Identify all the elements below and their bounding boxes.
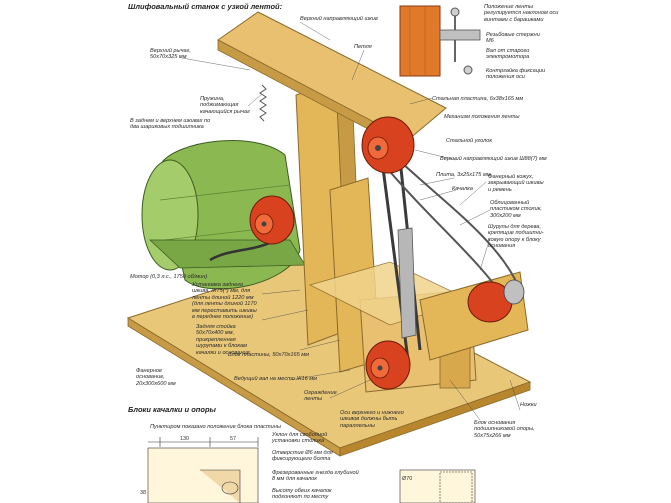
label-rocker: Качалка (452, 186, 473, 192)
dim-57: 57 (230, 436, 236, 442)
idler-inset-hardware (439, 7, 481, 75)
upper-roller (361, 116, 415, 174)
label-plywood-cover: Фанерный кожух, закрывающий шкивы и реме… (488, 174, 544, 193)
spring (259, 84, 267, 122)
label-counter-nut: Контргайка фиксации положения оси (486, 68, 546, 81)
label-old-motor-shaft: Вал от старого электромотора (486, 48, 530, 61)
label-rear-pulley: Установка заднего шкива, Ж75(*) мм, для … (192, 282, 257, 321)
steel-plate (397, 227, 417, 339)
label-position-adj: Положение ленты регулируется наклоном ос… (484, 4, 564, 23)
label-hinge: Петля (354, 44, 372, 50)
label-milled: Фрезерованные гнезда глубиной 8 мм для к… (272, 470, 359, 483)
label-threaded-rod: Резьбовые стержни М6 (486, 32, 540, 45)
label-belt-guard: Ограждение ленты (304, 390, 337, 403)
label-plastic-table: Облицованный пластиком столик, 300х200 м… (490, 200, 542, 219)
label-base: Фанерное основание, 20х300х600 мм (136, 368, 176, 387)
label-base-block: Блок основания подшипниковой опоры, 50х7… (474, 420, 535, 439)
label-legs: Ножки (520, 402, 537, 408)
label-wood-screws: Шурупы для дерева, крепящие подшипни-ков… (488, 224, 544, 250)
label-drive-shaft: Ведущий вал на место Ж16 мм (234, 376, 317, 382)
label-steel-plate: Стальная пластина, 6х38х165 мм (432, 96, 524, 102)
motor-pulley (249, 195, 295, 245)
label-tension-mech: Механизм положения ленты (444, 114, 520, 120)
label-recess: Уклон для свободной установки столика (272, 432, 328, 445)
detail-drawings (147, 437, 476, 503)
idler-inset-wood (399, 5, 441, 77)
label-plate: Плита, 3х25х175 мм (436, 172, 491, 178)
label-upper-idler: Верхний направляющий шкив (300, 16, 378, 22)
label-motor: Мотор (0,3 л.с., 1750 об/мин) (130, 274, 208, 280)
label-spring: Пружина, поджимающая качающийся рычаг (200, 96, 250, 115)
label-dotted-note: Пунктиром показано положение блока пласт… (150, 424, 281, 430)
dim-130: 130 (180, 436, 189, 442)
label-rear-post: Задняя стойка 50х70х400 мм, прикрепленна… (196, 324, 250, 356)
dim-870: Ø70 (402, 476, 413, 482)
label-plate-block: Блок пластины, 50х70х165 мм (228, 352, 309, 358)
label-upper-lever: Верхний рычаг, 50х70х325 мм (150, 48, 191, 61)
drive-pulley (467, 279, 525, 323)
label-upper-pulley-w88: Верхний направляющий шкив Ш88(7) мм (440, 156, 547, 162)
label-steel-angle: Стальной уголок (446, 138, 493, 144)
label-position-adj-text: Положение ленты регулируется наклоном ос… (484, 4, 559, 23)
lower-roller (365, 340, 411, 390)
label-height: Высоту обеих качалок подгоняют по месту (272, 488, 332, 501)
section-title: Блоки качалки и опоры (128, 405, 216, 414)
label-bearings-note: В заднем и верхнем шкивах по два шариков… (130, 118, 211, 131)
label-hole: Отверстие Ø6 мм для фиксирующего болта (272, 450, 333, 463)
leader-lines (181, 21, 521, 421)
label-axes-parallel: Оси верхнего и нижнего шкивов должны быт… (340, 410, 404, 429)
dim-38: 38 (140, 490, 146, 496)
main-title: Шлифовальный станок с узкой лентой: (128, 2, 283, 11)
